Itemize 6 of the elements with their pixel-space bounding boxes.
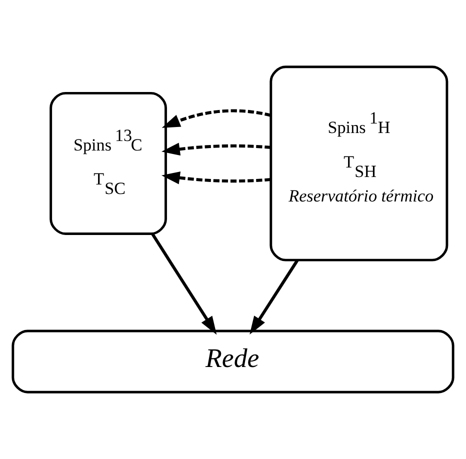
arrow: [250, 259, 299, 335]
arrow: [162, 109, 272, 128]
node-box: Rede: [12, 330, 454, 394]
arrow: [161, 171, 271, 184]
arrow: [161, 142, 271, 156]
arrow: [151, 233, 217, 335]
